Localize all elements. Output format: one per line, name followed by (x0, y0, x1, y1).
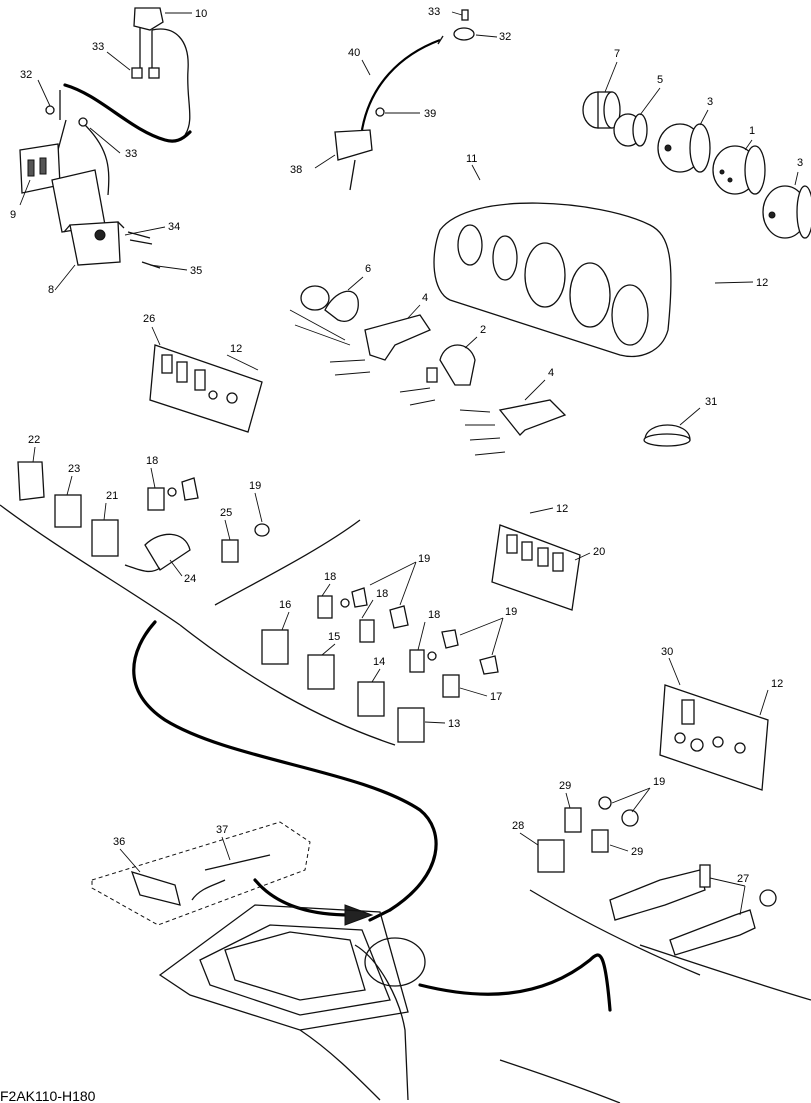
label-40: 40 (348, 47, 360, 59)
label-28: 28 (512, 820, 524, 832)
cable-bracket-assembly (19, 7, 192, 269)
label-1: 1 (749, 125, 755, 137)
panel-20 (491, 524, 581, 611)
label-18: 18 (324, 571, 336, 583)
gauge-3-left (657, 123, 711, 173)
label-30: 30 (661, 646, 673, 658)
right-switch-group (529, 796, 777, 976)
left-switch-group (0, 461, 361, 626)
label-27: 27 (737, 873, 749, 885)
label-33: 33 (92, 41, 104, 53)
label-4: 4 (422, 292, 428, 304)
label-33: 33 (428, 6, 440, 18)
instrument-cluster-housing (433, 202, 672, 358)
gauge-brackets (289, 285, 567, 456)
label-12: 12 (756, 277, 768, 289)
gauges (582, 91, 811, 239)
label-33: 33 (125, 148, 137, 160)
label-22: 22 (28, 434, 40, 446)
gauge-1 (712, 145, 766, 195)
label-4: 4 (548, 367, 554, 379)
label-25: 25 (220, 507, 232, 519)
label-29: 29 (631, 846, 643, 858)
panel-26 (149, 344, 263, 433)
label-20: 20 (593, 546, 605, 558)
label-37: 37 (216, 824, 228, 836)
label-3: 3 (797, 157, 803, 169)
gauge-7 (582, 91, 621, 129)
label-18: 18 (146, 455, 158, 467)
label-34: 34 (168, 221, 180, 233)
label-12: 12 (556, 503, 568, 515)
label-19: 19 (418, 553, 430, 565)
cable-switch-assembly (334, 9, 475, 191)
label-26: 26 (143, 313, 155, 325)
label-15: 15 (328, 631, 340, 643)
label-32: 32 (499, 31, 511, 43)
label-14: 14 (373, 656, 385, 668)
label-38: 38 (290, 164, 302, 176)
label-32: 32 (20, 69, 32, 81)
label-21: 21 (106, 490, 118, 502)
main-harness (132, 620, 612, 1012)
label-31: 31 (705, 396, 717, 408)
label-12: 12 (771, 678, 783, 690)
label-39: 39 (424, 108, 436, 120)
label-19: 19 (249, 480, 261, 492)
label-3: 3 (707, 96, 713, 108)
label-17: 17 (490, 691, 502, 703)
label-35: 35 (190, 265, 202, 277)
label-29: 29 (559, 780, 571, 792)
label-19: 19 (505, 606, 517, 618)
gauge-5 (613, 113, 648, 147)
label-9: 9 (10, 209, 16, 221)
label-6: 6 (365, 263, 371, 275)
gauge-3-right (762, 185, 811, 239)
panel-30 (659, 684, 769, 791)
cap-31 (643, 424, 691, 447)
leader-lines (19, 11, 799, 916)
label-2: 2 (480, 324, 486, 336)
label-36: 36 (113, 836, 125, 848)
label-8: 8 (48, 284, 54, 296)
label-24: 24 (184, 573, 196, 585)
label-23: 23 (68, 463, 80, 475)
label-11: 11 (466, 153, 477, 165)
dashboard-outline (158, 904, 811, 1103)
label-18: 18 (376, 588, 388, 600)
label-16: 16 (279, 599, 291, 611)
figure-code: F2AK110-H180 (0, 1088, 96, 1103)
label-18: 18 (428, 609, 440, 621)
label-13: 13 (448, 718, 460, 730)
callout-labels: 10 33 32 33 9 34 35 8 33 32 40 39 38 7 5… (10, 6, 803, 885)
label-5: 5 (657, 74, 663, 86)
harness-box (91, 821, 311, 926)
label-19: 19 (653, 776, 665, 788)
label-7: 7 (614, 48, 620, 60)
label-10: 10 (195, 8, 207, 20)
label-12: 12 (230, 343, 242, 355)
center-switch-group (179, 587, 499, 746)
